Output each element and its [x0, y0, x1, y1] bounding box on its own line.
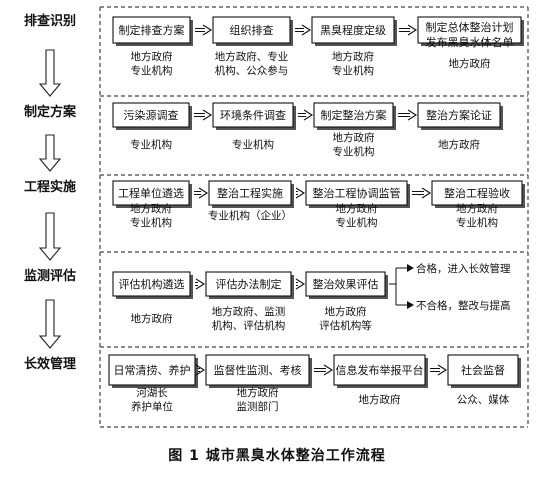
process-box-label: 整治工程协调监管 — [313, 186, 401, 200]
flow-arrowhead — [301, 24, 312, 36]
process-box-label: 组织排查 — [230, 23, 274, 37]
process-box-label: 评估机构遴选 — [119, 277, 185, 291]
process-box-label: 发布黑臭水体名单 — [426, 35, 514, 49]
process-box-label: 环境条件调查 — [220, 108, 286, 122]
stage-down-arrow — [38, 134, 62, 172]
responsible-party: 地方政府 — [325, 305, 367, 318]
stage-label: 制定方案 — [24, 104, 77, 120]
responsible-party: 专业机构 — [232, 138, 274, 151]
process-box — [212, 16, 291, 44]
process-box-label: 制定总体整治计划 — [426, 20, 514, 34]
responsible-party: 专业机构 — [130, 138, 172, 151]
process-box-label: 制定排查方案 — [119, 23, 185, 37]
responsible-party: 公众、媒体 — [457, 393, 510, 406]
responsible-party: 地方政府 — [332, 50, 374, 63]
process-box-label: 污染源调查 — [124, 108, 179, 122]
process-box — [112, 102, 190, 128]
responsible-party: 专业机构 — [456, 216, 498, 229]
responsible-party: 养护单位 — [131, 400, 173, 413]
branch-arrowhead — [407, 301, 414, 309]
process-box — [333, 354, 426, 386]
stage-label: 排查识别 — [24, 13, 76, 29]
process-box-label: 黑臭程度定级 — [320, 23, 386, 37]
process-box-label: 整治效果评估 — [313, 277, 379, 291]
flow-arrowhead — [198, 187, 209, 199]
process-box-label: 监督性监测、考核 — [214, 363, 302, 377]
process-box-label: 整治工程验收 — [444, 186, 510, 200]
responsible-party: 机构、评估机构 — [212, 319, 286, 332]
workflow-diagram: 排查识别制定方案工程实施监测评估长效管理制定排查方案地方政府专业机构组织排查地方… — [24, 6, 529, 428]
process-box — [305, 271, 386, 297]
responsible-party: 地方政府、监测 — [212, 305, 286, 318]
process-box — [313, 102, 394, 128]
responsible-party: 地方政府 — [130, 202, 172, 215]
stage-label: 工程实施 — [24, 179, 76, 195]
responsible-party: 地方政府 — [438, 138, 480, 151]
process-box — [112, 271, 191, 297]
flow-arrowhead — [303, 109, 314, 121]
process-box — [112, 16, 191, 44]
flow-arrowhead — [202, 24, 213, 36]
process-box — [212, 102, 294, 128]
evaluation-outcome: 合格，进入长效管理 — [416, 262, 511, 275]
process-box — [305, 180, 408, 206]
responsible-party: 专业机构 — [333, 145, 375, 158]
process-box — [417, 16, 522, 44]
responsible-party: 专业机构 — [130, 216, 172, 229]
responsible-party: 专业机构 — [332, 64, 374, 77]
responsible-party: 专业机构（企业） — [208, 209, 292, 222]
flow-arrowhead — [407, 24, 418, 36]
stage-label: 监测评估 — [24, 268, 76, 284]
responsible-party: 地方政府 — [359, 393, 401, 406]
flow-arrowhead — [195, 278, 206, 290]
process-box-label: 评估办法制定 — [216, 277, 282, 291]
process-box — [108, 354, 196, 386]
responsible-party: 地方政府 — [237, 386, 279, 399]
stage-down-arrow — [38, 49, 62, 97]
flow-arrowhead — [202, 109, 213, 121]
flow-arrowhead — [437, 364, 448, 376]
process-box — [447, 354, 519, 386]
responsible-party: 监测部门 — [237, 400, 279, 413]
flow-arrowhead — [295, 187, 306, 199]
process-box-label: 日常清捞、养护 — [114, 363, 191, 377]
process-box — [431, 180, 523, 206]
process-box-label: 制定整治方案 — [321, 108, 387, 122]
flow-arrowhead — [323, 364, 334, 376]
process-box-label: 工程单位遴选 — [118, 186, 184, 200]
responsible-party: 河湖长 — [136, 387, 168, 399]
process-box — [417, 102, 501, 128]
flow-arrowhead — [295, 278, 306, 290]
process-box-label: 社会监督 — [461, 363, 505, 377]
responsible-party: 评估机构等 — [319, 319, 372, 332]
responsible-party: 专业机构 — [336, 216, 378, 229]
responsible-party: 机构、公众参与 — [215, 64, 289, 77]
flow-arrowhead — [195, 364, 206, 376]
process-box-label: 整治方案论证 — [426, 108, 492, 122]
flow-arrowhead — [407, 109, 418, 121]
responsible-party: 专业机构 — [131, 64, 173, 77]
process-box — [205, 271, 292, 297]
evaluation-outcome: 不合格，整改与提高 — [416, 299, 511, 312]
responsible-party: 地方政府 — [131, 50, 173, 63]
responsible-party: 地方政府 — [333, 131, 375, 144]
process-box — [205, 354, 310, 386]
figure-caption: 图 1 城市黑臭水体整治工作流程 — [168, 448, 386, 464]
stage-down-arrow — [38, 299, 62, 349]
process-box — [112, 180, 190, 206]
flow-arrowhead — [421, 187, 432, 199]
stage-down-arrow — [38, 212, 62, 261]
process-box-label: 信息发布举报平台 — [336, 363, 424, 377]
responsible-party: 地方政府 — [456, 202, 498, 215]
stage-label: 长效管理 — [24, 356, 76, 372]
branch-arrowhead — [407, 264, 414, 272]
process-box-label: 整治工程实施 — [217, 186, 283, 200]
process-box — [208, 180, 292, 206]
process-box — [311, 16, 395, 44]
responsible-party: 地方政府、专业 — [215, 50, 289, 63]
responsible-party: 地方政府 — [449, 57, 491, 70]
responsible-party: 地方政府 — [131, 312, 173, 325]
responsible-party: 地方政府 — [336, 202, 378, 215]
